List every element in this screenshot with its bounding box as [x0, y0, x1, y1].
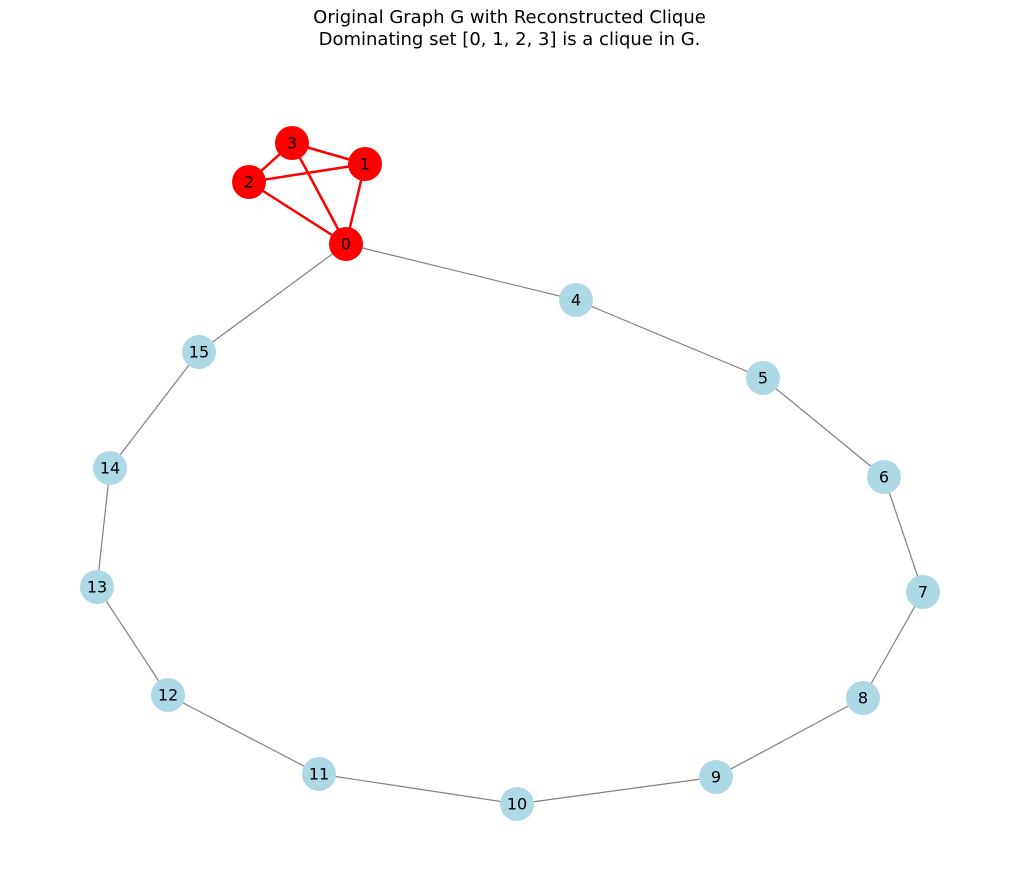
edge-0-2	[248, 180, 347, 246]
node-circle	[559, 283, 593, 317]
edge-1-2	[248, 162, 366, 184]
edge-6-7	[883, 476, 924, 593]
node-label: 14	[100, 459, 120, 478]
node-label: 9	[711, 768, 721, 787]
node-circle	[329, 227, 363, 261]
edge-14-15	[109, 351, 200, 469]
node-circle	[302, 757, 336, 791]
node-6: 6	[867, 460, 901, 494]
node-label: 10	[507, 795, 527, 814]
node-circle	[699, 760, 733, 794]
node-label: 3	[287, 134, 297, 153]
node-circle	[746, 361, 780, 395]
node-label: 0	[341, 235, 351, 254]
node-label: 8	[858, 689, 868, 708]
edge-10-11	[318, 773, 518, 805]
node-label: 1	[360, 155, 370, 174]
edge-0-4	[345, 243, 577, 301]
node-label: 11	[309, 765, 329, 784]
edge-12-13	[96, 586, 169, 696]
node-1: 1	[348, 147, 382, 181]
node-label: 12	[158, 686, 178, 705]
node-circle	[867, 460, 901, 494]
node-label: 4	[571, 291, 581, 310]
node-label: 13	[87, 578, 107, 597]
node-circle	[232, 165, 266, 199]
node-10: 10	[500, 787, 534, 821]
node-circle	[500, 787, 534, 821]
edge-5-6	[762, 377, 885, 478]
edge-8-9	[715, 697, 864, 778]
node-label: 7	[918, 583, 928, 602]
edge-0-3	[290, 142, 348, 245]
edge-7-8	[862, 591, 924, 699]
node-label: 2	[244, 173, 254, 192]
node-circle	[182, 335, 216, 369]
node-4: 4	[559, 283, 593, 317]
node-2: 2	[232, 165, 266, 199]
node-8: 8	[846, 681, 880, 715]
node-13: 13	[80, 570, 114, 604]
node-12: 12	[151, 678, 185, 712]
node-15: 15	[182, 335, 216, 369]
node-3: 3	[275, 126, 309, 160]
node-11: 11	[302, 757, 336, 791]
node-label: 6	[879, 468, 889, 487]
node-label: 15	[189, 343, 209, 362]
figure-subtitle: Dominating set [0, 1, 2, 3] is a clique …	[318, 29, 701, 50]
node-label: 5	[758, 369, 768, 388]
title-block: Original Graph G with Reconstructed Cliq…	[0, 7, 1019, 51]
edge-15-0	[198, 243, 347, 353]
node-9: 9	[699, 760, 733, 794]
node-circle	[93, 451, 127, 485]
figure-title: Original Graph G with Reconstructed Cliq…	[313, 7, 706, 28]
node-7: 7	[906, 575, 940, 609]
edge-11-12	[167, 694, 320, 775]
node-circle	[275, 126, 309, 160]
node-circle	[80, 570, 114, 604]
edge-13-14	[96, 467, 111, 588]
node-14: 14	[93, 451, 127, 485]
edge-9-10	[516, 776, 717, 805]
node-circle	[348, 147, 382, 181]
edge-layer	[96, 141, 924, 805]
node-circle	[906, 575, 940, 609]
node-0: 0	[329, 227, 363, 261]
node-circle	[846, 681, 880, 715]
node-5: 5	[746, 361, 780, 395]
edge-4-5	[575, 299, 764, 379]
node-circle	[151, 678, 185, 712]
